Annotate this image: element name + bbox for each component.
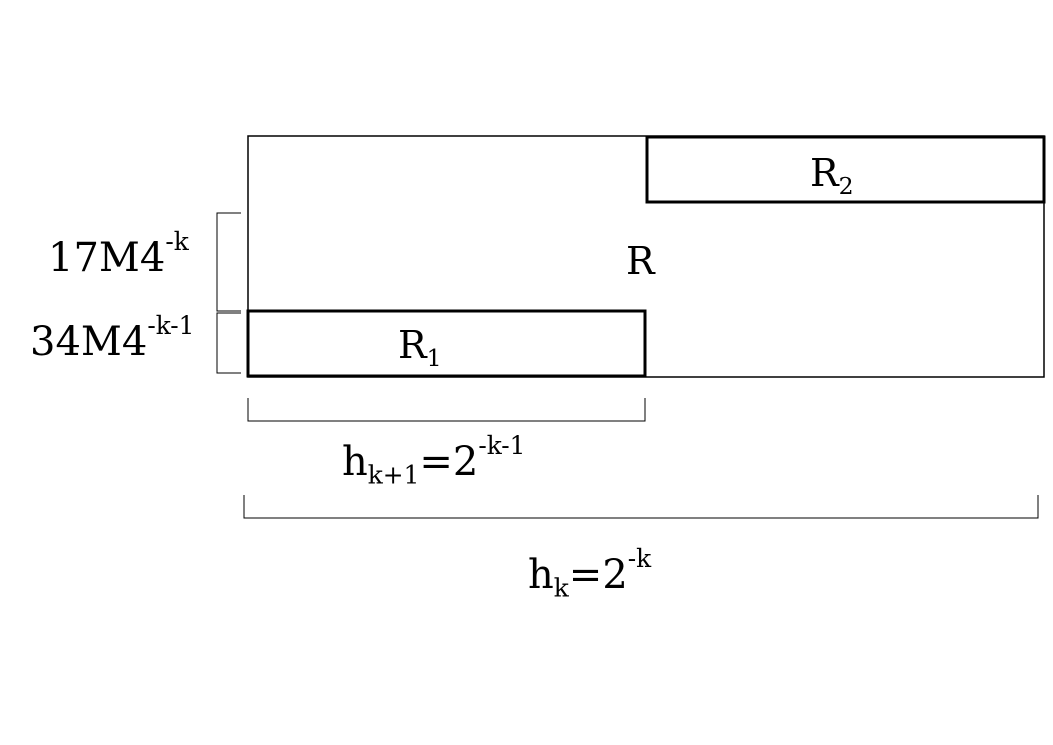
brace-upper-height — [216, 212, 241, 312]
label-full-width: hk=2-k — [528, 546, 651, 601]
label-lower-height: 34M4-k-1 — [30, 313, 194, 365]
label-r: R — [626, 242, 655, 280]
label-lower-height-base: 34M4 — [30, 319, 148, 365]
rectangle-r2 — [645, 135, 1046, 204]
bracket-half-width — [247, 398, 646, 422]
label-full-width-sup: -k — [627, 543, 652, 573]
label-half-width-sup: -k-1 — [478, 430, 526, 460]
label-lower-height-sup: -k-1 — [147, 310, 195, 340]
label-r2-base: R — [810, 151, 839, 195]
label-half-width-eq: =2 — [419, 439, 479, 485]
brace-lower-height — [216, 312, 241, 374]
label-half-width: hk+1=2-k-1 — [342, 433, 525, 488]
label-full-width-sub: k — [553, 573, 569, 603]
label-r1: R1 — [398, 323, 442, 370]
label-full-width-eq: =2 — [568, 552, 628, 598]
rectangle-r1 — [246, 309, 647, 378]
label-r-text: R — [626, 239, 655, 283]
label-upper-height: 17M4-k — [48, 229, 189, 281]
label-r2-sub: 2 — [838, 172, 854, 201]
label-r2: R2 — [810, 151, 854, 198]
label-full-width-base: h — [528, 552, 554, 598]
label-r1-sub: 1 — [426, 344, 442, 373]
label-r1-base: R — [398, 323, 427, 367]
label-half-width-base: h — [342, 439, 368, 485]
bracket-full-width — [243, 495, 1039, 519]
label-half-width-sub: k+1 — [367, 460, 420, 490]
label-upper-height-base: 17M4 — [48, 235, 166, 281]
label-upper-height-sup: -k — [165, 226, 189, 256]
